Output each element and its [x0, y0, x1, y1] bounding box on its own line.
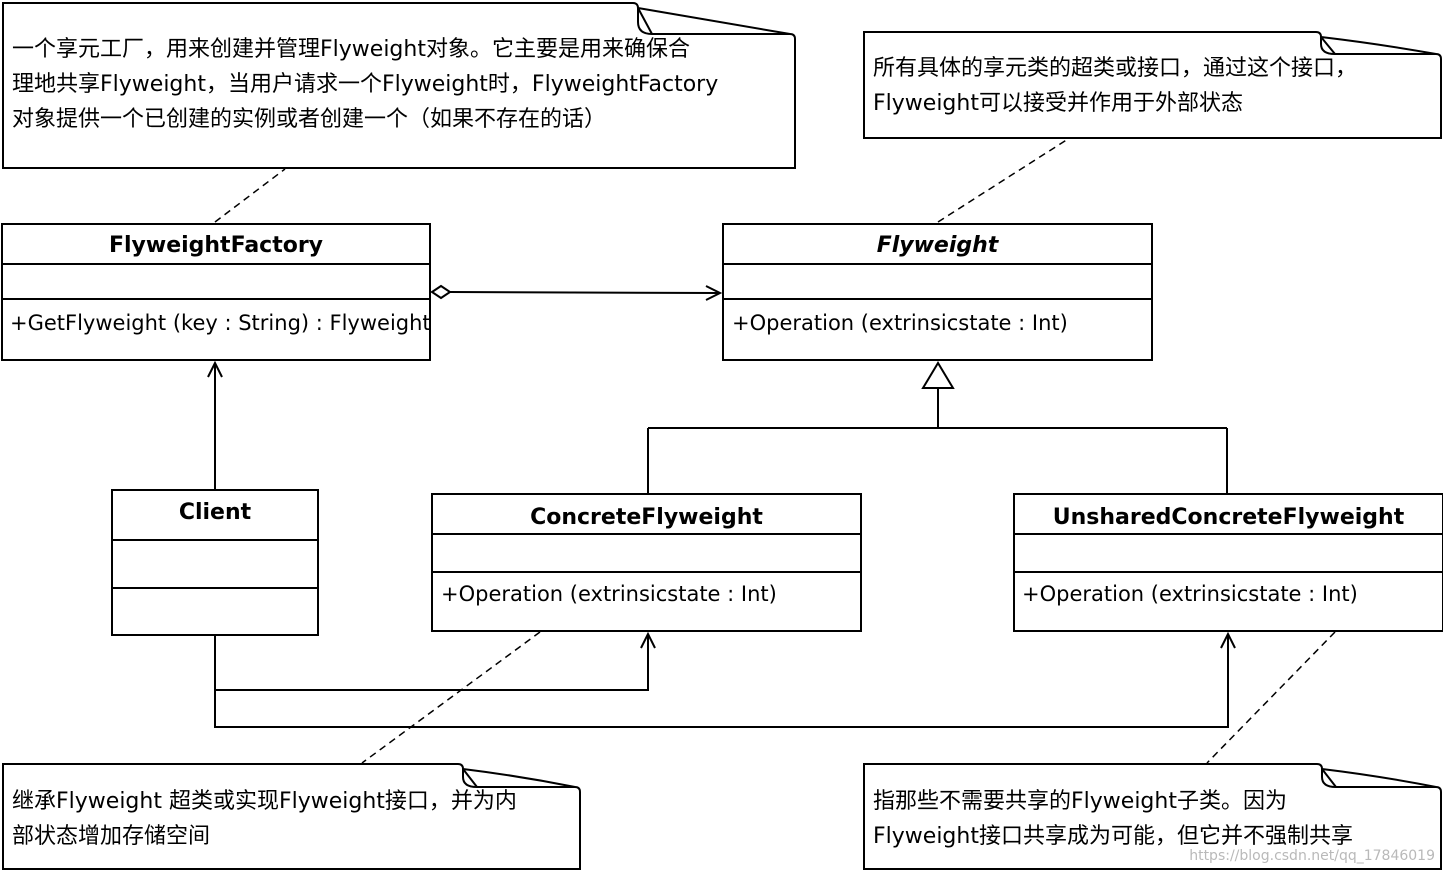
note-concrete-fold [462, 768, 576, 788]
class-title-unshared-concrete-flyweight: UnsharedConcreteFlyweight [1052, 505, 1405, 530]
note-factory-text: 一个享元工厂，用来创建并管理Flyweight对象。它主要是用来确保合 理地共享… [12, 32, 718, 137]
note-unshared-fold [1321, 768, 1437, 788]
method-concrete-operation: +Operation (extrinsicstate : Int) [441, 582, 777, 606]
watermark-text: https://blog.csdn.net/qq_17846019 [1189, 848, 1435, 864]
note-factory-line-1: 一个享元工厂，用来创建并管理Flyweight对象。它主要是用来确保合 [12, 37, 690, 62]
note-factory-line-2: 理地共享Flyweight，当用户请求一个Flyweight时，Flyweigh… [12, 72, 719, 97]
note-unshared-line-2: Flyweight接口共享成为可能，但它并不强制共享 [873, 824, 1353, 849]
inheritance-lines [647, 388, 1228, 494]
anchor-factory-note [214, 168, 286, 223]
client-to-unshared-line [214, 634, 1229, 728]
note-unshared-line-1: 指那些不需要共享的Flyweight子类。因为 [873, 789, 1287, 814]
class-title-concrete-flyweight: ConcreteFlyweight [530, 505, 763, 530]
note-flyweight-shape [863, 31, 1442, 139]
method-unshared-operation: +Operation (extrinsicstate : Int) [1022, 582, 1358, 606]
class-title-client: Client [178, 500, 252, 525]
class-box-flyweight-factory [1, 223, 431, 361]
client-to-factory-arrowhead [207, 360, 223, 378]
note-concrete-shape [2, 763, 581, 870]
note-flyweight-line-2: Flyweight可以接受并作用于外部状态 [873, 91, 1243, 116]
note-concrete-line-2: 部状态增加存储空间 [12, 824, 211, 849]
class-title-flyweight-factory: FlyweightFactory [108, 233, 324, 258]
anchor-concrete-note [361, 631, 541, 764]
inheritance-triangle [921, 361, 955, 389]
note-factory-fold [637, 7, 791, 35]
note-factory-line-3: 对象提供一个已创建的实例或者创建一个（如果不存在的话） [12, 107, 607, 132]
note-unshared-text: 指那些不需要共享的Flyweight子类。因为 Flyweight接口共享成为可… [873, 784, 1353, 854]
note-concrete-line-1: 继承Flyweight 超类或实现Flyweight接口，并为内 [12, 789, 517, 814]
aggregation-diamond [430, 284, 452, 300]
aggregation-line [449, 291, 719, 294]
class-box-concrete-flyweight [431, 493, 862, 632]
note-flyweight-fold [1320, 36, 1437, 55]
note-flyweight-text: 所有具体的享元类的超类或接口，通过这个接口， Flyweight可以接受并作用于… [873, 51, 1357, 121]
class-title-flyweight: Flyweight [876, 233, 999, 258]
class-box-client [111, 489, 319, 636]
method-flyweight-operation: +Operation (extrinsicstate : Int) [732, 311, 1068, 335]
class-box-flyweight [722, 223, 1153, 361]
note-factory-shape [2, 2, 796, 169]
anchor-unshared-note [1206, 631, 1336, 764]
client-to-concrete-arrowhead [640, 631, 656, 649]
client-to-unshared-arrowhead [1220, 631, 1236, 649]
method-get-flyweight: +GetFlyweight (key : String) : Flyweight [10, 311, 431, 335]
anchor-flyweight-note [937, 138, 1069, 223]
note-flyweight-line-1: 所有具体的享元类的超类或接口，通过这个接口， [873, 56, 1358, 81]
aggregation-arrowhead [705, 285, 723, 301]
client-to-concrete-line [214, 634, 649, 691]
note-concrete-text: 继承Flyweight 超类或实现Flyweight接口，并为内 部状态增加存储… [12, 784, 517, 854]
note-unshared-shape [863, 763, 1442, 870]
class-box-unshared-concrete-flyweight [1013, 493, 1443, 632]
